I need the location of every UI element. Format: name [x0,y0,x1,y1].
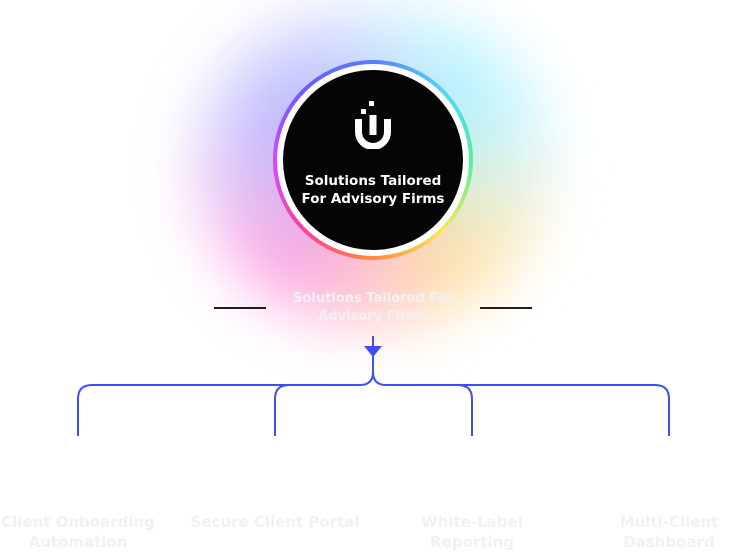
connector-arrowhead [364,346,382,357]
connector-branch-2 [274,384,290,436]
branch-label-4: Multi-Client Dashboard [619,513,719,551]
connector-split [359,360,387,386]
hub-title: Solutions Tailored For Advisory Firms [301,173,445,207]
connector-bar-right [386,384,670,436]
right-divider-line [480,307,532,309]
branch-label-1: Client Onboarding Automation [1,513,155,551]
hub-circle: Solutions Tailored For Advisory Firms [283,70,463,250]
left-divider-line [214,307,266,309]
branch-label-3: White-Label Reporting [421,513,523,551]
branch-label-2: Secure Client Portal [190,513,360,531]
connector-branch-3 [457,384,473,436]
u-magnet-logo-icon [355,101,391,149]
subtitle-label: Solutions Tailored For Advisory Firms [293,291,453,324]
connector-bar [77,384,360,436]
